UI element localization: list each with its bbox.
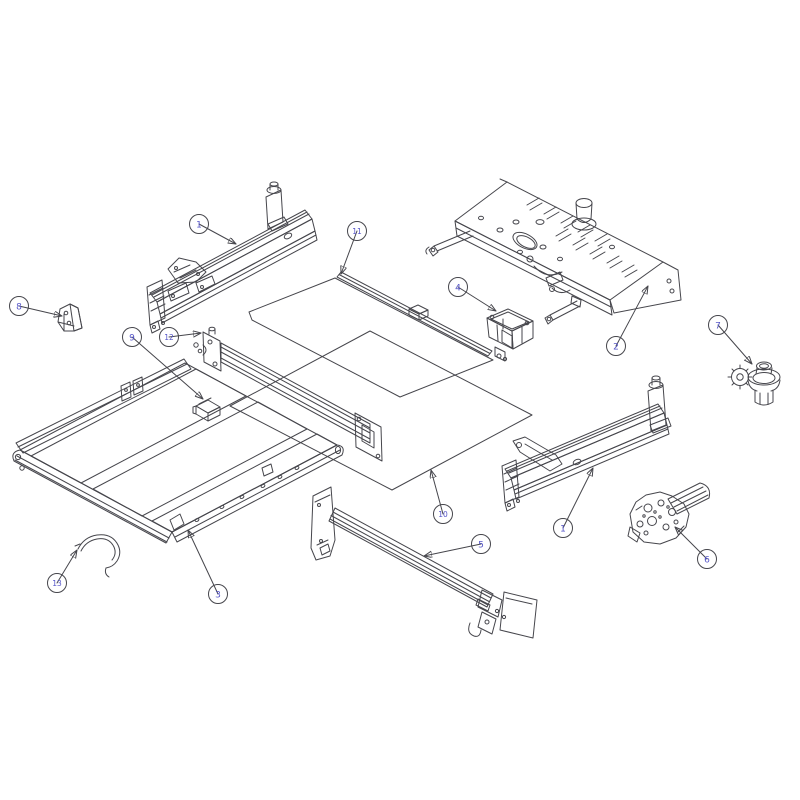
- plate-arm-left: [425, 230, 474, 257]
- callouts: 1 11 8 9 12 4 2: [9, 214, 753, 604]
- switch-housing: [486, 308, 534, 362]
- plate-arm-bottom: [544, 295, 582, 325]
- grommet: [747, 361, 781, 406]
- callout-1-right: 1: [553, 468, 594, 538]
- gear: [727, 364, 753, 390]
- drive-motor: [627, 482, 711, 545]
- callout-1-left: 1: [189, 214, 237, 245]
- callout-12: 12: [159, 327, 202, 347]
- callout-number: 3: [215, 591, 221, 601]
- threshold-rail: [310, 486, 538, 639]
- callout-5: 5: [423, 534, 491, 557]
- mounting-plate: [425, 178, 682, 325]
- corner-bracket: [57, 303, 83, 332]
- callout-number: 9: [129, 334, 135, 344]
- cover-panel-lower: [229, 330, 533, 491]
- callout-number: 6: [704, 556, 710, 566]
- callout-number: 1: [560, 525, 566, 535]
- callout-13: 13: [47, 550, 78, 593]
- cover-panel-upper: [248, 271, 494, 398]
- callout-8: 8: [9, 296, 63, 317]
- callout-number: 7: [715, 322, 721, 332]
- callout-number: 11: [352, 227, 362, 236]
- retainer-clip: [74, 534, 121, 578]
- callout-number: 12: [164, 333, 174, 342]
- slide-rail-left: [146, 181, 318, 334]
- plate-slots: [526, 197, 638, 278]
- callout-3: 3: [188, 529, 228, 604]
- cross-member: [193, 326, 383, 462]
- callout-number: 1: [196, 221, 202, 231]
- callout-7: 7: [708, 315, 753, 365]
- plate-bumper: [571, 198, 597, 231]
- callout-number: 10: [438, 510, 448, 519]
- callout-number: 13: [52, 579, 62, 588]
- spacer-block: [192, 397, 221, 422]
- callout-number: 2: [613, 343, 619, 353]
- callout-number: 4: [455, 284, 461, 294]
- callout-2: 2: [606, 286, 649, 356]
- callout-11: 11: [341, 221, 367, 275]
- callout-10: 10: [431, 469, 453, 524]
- step-tread: [12, 358, 344, 544]
- grommet-gear-set: [727, 361, 781, 406]
- callout-9: 9: [122, 327, 204, 400]
- slide-rail-right: [501, 375, 672, 512]
- callout-number: 8: [16, 303, 22, 313]
- callout-6: 6: [675, 526, 717, 569]
- plate-under-bracket: [526, 255, 571, 294]
- callout-number: 5: [478, 541, 484, 551]
- callout-4: 4: [448, 277, 497, 312]
